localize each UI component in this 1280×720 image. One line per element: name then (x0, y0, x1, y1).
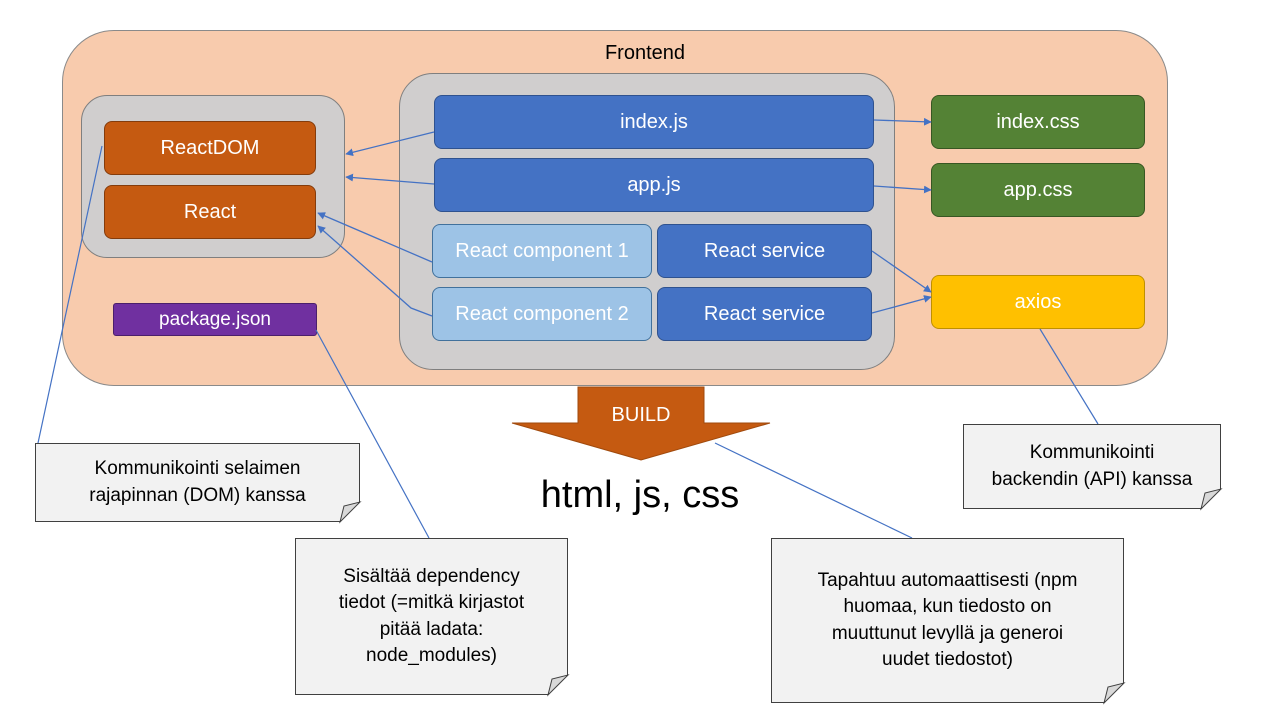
note-dependency-line-1: Sisältää dependency (343, 566, 520, 588)
arrow-component1-to-react (317, 212, 433, 263)
build-output-text: html, js, css (540, 474, 740, 516)
leader-dependency-note (315, 329, 430, 539)
frontend-title: Frontend (604, 42, 686, 64)
note-backend-line-1: Kommunikointi (1029, 442, 1155, 464)
leader-dom-note (37, 145, 103, 444)
fold-backend-note (1200, 488, 1223, 511)
note-dependency-line-4: node_modules) (366, 644, 497, 666)
note-build-line-4: uudet tiedostot) (882, 648, 1013, 670)
app-css-box: app.css (931, 163, 1145, 217)
note-backend-line-2: backendin (API) kanssa (991, 468, 1193, 490)
note-dependency-line-3: pitää ladata: (379, 618, 484, 640)
axios-box: axios (931, 275, 1145, 329)
build-label: BUILD (611, 404, 671, 426)
note-dom-line-b: rajapinnan (DOM) kanssa (89, 484, 306, 506)
react-box: React (104, 185, 316, 239)
arrow-component2-to-react (317, 225, 433, 317)
arrow-service1-to-axios (871, 250, 932, 293)
note-dom-line-a: Kommunikointi selaimen (94, 458, 301, 480)
arrow-index-to-indexcss (873, 117, 932, 126)
index-css-box: index.css (931, 95, 1145, 149)
note-build-line-2: huomaa, kun tiedosto on (843, 596, 1052, 618)
note-backend-communication: Kommunikointi backendin (API) kanssa (963, 424, 1221, 509)
note-build-automatic: Tapahtuu automaattisesti (npm huomaa, ku… (771, 538, 1124, 703)
leader-backend-note (1039, 328, 1099, 425)
react-component-1-box: React component 1 (432, 224, 652, 278)
index-js-box: index.js (434, 95, 874, 149)
note-dependency-line-2: tiedot (=mitkä kirjastot (338, 592, 525, 614)
leader-build-note (714, 442, 913, 539)
arrow-app-to-appcss (873, 185, 932, 194)
fold-dependency-note (547, 674, 570, 697)
note-dependency-info: Sisältää dependency tiedot (=mitkä kirja… (295, 538, 568, 695)
note-dom-communication (35, 443, 360, 522)
package-json-box: package.json (113, 303, 317, 336)
fold-dom-note (339, 501, 362, 524)
note-dom-text: Kommunikointi selaimen rajapinnan (DOM) … (35, 443, 360, 522)
react-service-2-box: React service (657, 287, 872, 341)
react-service-1-box: React service (657, 224, 872, 278)
build-arrow-shape (511, 386, 771, 461)
arrow-service2-to-axios (871, 295, 932, 314)
arrow-app-to-react-group (345, 173, 435, 185)
note-build-line-3: muuttunut levyllä ja generoi (831, 622, 1064, 644)
reactdom-box: ReactDOM (104, 121, 316, 175)
arrow-index-to-reactdom (345, 131, 435, 157)
react-component-2-box: React component 2 (432, 287, 652, 341)
note-build-line-1: Tapahtuu automaattisesti (npm (817, 570, 1078, 592)
app-js-box: app.js (434, 158, 874, 212)
fold-build-note (1103, 682, 1126, 705)
